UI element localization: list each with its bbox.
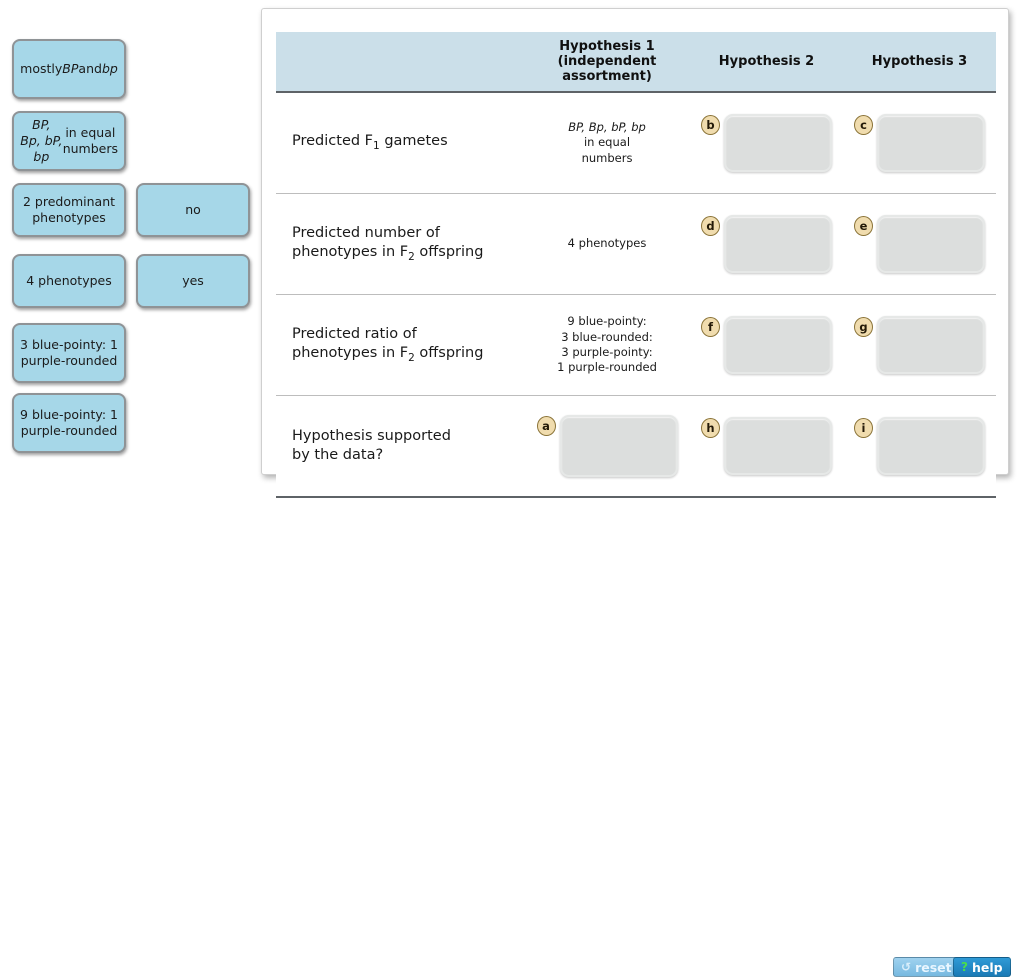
badge-f: f	[701, 317, 720, 338]
hypothesis-comparison-table: Hypothesis 1 (independent assortment) Hy…	[276, 32, 996, 498]
dropcell-h3-hypothesis-supported: i	[843, 395, 996, 498]
dropcell-h2-hypothesis-supported: h	[690, 395, 843, 498]
dropzone-i[interactable]	[877, 417, 985, 476]
table-header-row: Hypothesis 1 (independent assortment) Hy…	[276, 32, 996, 93]
tile-ratio-9-to-1[interactable]: 9 blue-pointy: 1 purple-rounded	[12, 393, 126, 453]
dropcell-h3-predicted-f1-gametes: c	[843, 92, 996, 194]
header-hypothesis-1-line2: (independent	[557, 53, 657, 69]
reset-button[interactable]: ↺ reset	[893, 957, 960, 977]
tile-no[interactable]: no	[136, 183, 250, 237]
header-blank	[276, 32, 524, 93]
header-hypothesis-1-line1: Hypothesis 1	[559, 38, 655, 54]
question-mark-icon: ?	[961, 960, 968, 974]
answer-h1-predicted-ratio-of-phenotypes: 9 blue-pointy:3 blue-rounded:3 purple-po…	[524, 294, 690, 396]
tile-yes[interactable]: yes	[136, 254, 250, 308]
badge-d: d	[701, 216, 720, 237]
header-hypothesis-2: Hypothesis 2	[690, 32, 843, 93]
dropzone-a[interactable]	[559, 415, 678, 478]
tile-ratio-3-to-1[interactable]: 3 blue-pointy: 1 purple-rounded	[12, 323, 126, 383]
reset-button-label: reset	[915, 959, 952, 975]
badge-a: a	[536, 416, 556, 437]
dropcell-h3-predicted-number-of-phenotypes: e	[843, 193, 996, 295]
dropcell-h1-hypothesis-supported: a	[524, 395, 690, 498]
header-hypothesis-1: Hypothesis 1 (independent assortment)	[524, 32, 690, 93]
dropcell-h2-predicted-f1-gametes: b	[690, 92, 843, 194]
row-label-predicted-f1-gametes: Predicted F1 gametes	[276, 92, 524, 194]
dropzone-f[interactable]	[724, 316, 832, 375]
draggable-tile-bank: mostly BP and bp BP, Bp, bP, bp in equal…	[0, 0, 258, 509]
tile-2-predominant-phenotypes[interactable]: 2 predominant phenotypes	[12, 183, 126, 237]
help-button-label: help	[971, 959, 1003, 975]
header-hypothesis-1-line3: assortment)	[562, 69, 652, 85]
tile-mostly-bp-and-bp[interactable]: mostly BP and bp	[12, 39, 126, 99]
answer-h1-predicted-number-of-phenotypes: 4 phenotypes	[524, 193, 690, 295]
badge-g: g	[854, 317, 873, 338]
dropzone-e[interactable]	[877, 215, 985, 274]
header-hypothesis-3: Hypothesis 3	[843, 32, 996, 93]
table-header: Hypothesis 1 (independent assortment) Hy…	[276, 32, 996, 93]
button-bar: ↺ reset ? help	[0, 476, 1024, 977]
tile-4-phenotypes[interactable]: 4 phenotypes	[12, 254, 126, 308]
dropcell-h2-predicted-number-of-phenotypes: d	[690, 193, 843, 295]
dropcell-h3-predicted-ratio-of-phenotypes: g	[843, 294, 996, 396]
dropzone-g[interactable]	[877, 316, 985, 375]
dropcell-h2-predicted-ratio-of-phenotypes: f	[690, 294, 843, 396]
badge-b: b	[701, 115, 720, 136]
dropzone-h[interactable]	[724, 417, 832, 476]
tile-equal-numbers[interactable]: BP, Bp, bP, bp in equal numbers	[12, 111, 126, 171]
dropzone-b[interactable]	[724, 114, 832, 173]
reset-icon: ↺	[901, 960, 912, 974]
hypothesis-panel: Hypothesis 1 (independent assortment) Hy…	[261, 8, 1009, 498]
dropzone-c[interactable]	[877, 114, 985, 173]
help-button[interactable]: ? help	[953, 957, 1011, 977]
dropzone-d[interactable]	[724, 215, 832, 274]
badge-c: c	[854, 115, 873, 136]
badge-i: i	[854, 418, 873, 439]
badge-e: e	[854, 216, 873, 237]
badge-h: h	[701, 418, 720, 439]
